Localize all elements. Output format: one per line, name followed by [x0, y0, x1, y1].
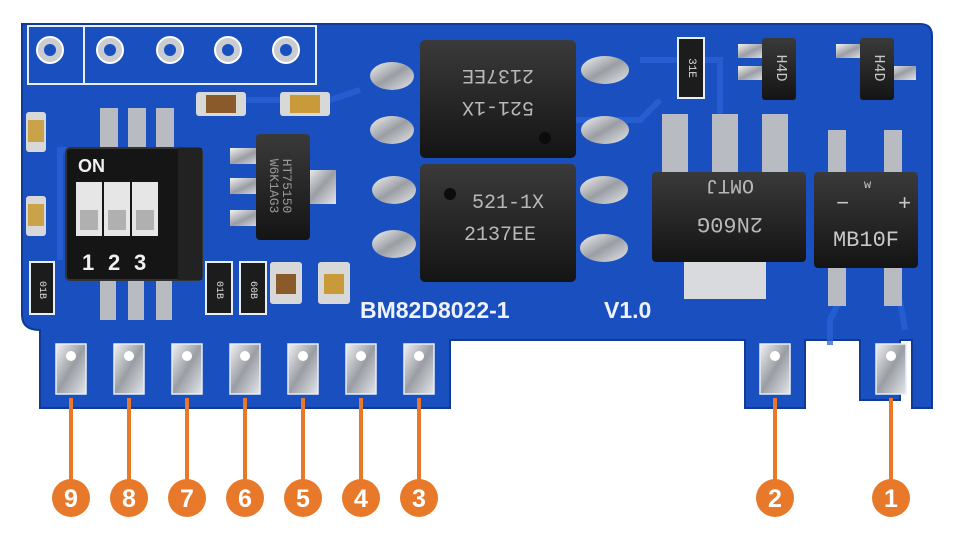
dip-on-label: ON: [78, 156, 105, 176]
bridge-rectifier: − w + MB10F: [814, 130, 918, 306]
bridge-label: MB10F: [833, 228, 899, 253]
pin-callouts: [69, 398, 893, 480]
pin-marker-9: [52, 479, 90, 517]
opto-bottom-line2: 2137EE: [464, 224, 536, 247]
mosfet-line1: 2N60G: [697, 211, 763, 236]
pin-marker-7: [168, 479, 206, 517]
edge-pads: [55, 343, 907, 395]
regulator-line2: W6K1AG3: [266, 159, 281, 214]
header-pins: [27, 25, 317, 85]
pin-marker-4: [342, 479, 380, 517]
mosfet: OMTJ 2N60G: [652, 114, 806, 299]
pin-markers: [52, 479, 910, 517]
smd-resistors: 01B 01B 60B 31E: [29, 37, 705, 315]
diode-d1: H4D: [738, 38, 796, 100]
bridge-minus: −: [836, 192, 849, 217]
pin-marker-2: [756, 479, 794, 517]
dip-position-1: 1: [82, 250, 94, 275]
board-version: V1.0: [604, 297, 651, 323]
pin-number-7: 7: [180, 485, 194, 513]
pin-marker-5: [284, 479, 322, 517]
pin-number-6: 6: [238, 485, 252, 513]
dip-switch: ON 1 2 3: [65, 108, 203, 320]
bridge-mark: w: [864, 178, 872, 192]
diode-d2: H4D: [836, 38, 916, 100]
opto-top-line1: 521-1X: [462, 95, 534, 118]
pin-marker-1: [872, 479, 910, 517]
mosfet-line2: OMTJ: [706, 173, 754, 196]
smd-capacitors: [26, 92, 350, 304]
pin-number-2: 2: [768, 485, 782, 513]
pin-number-5: 5: [296, 485, 310, 513]
resistor-r3-code: 60B: [247, 281, 258, 299]
optocoupler-top: 2137EE 521-1X: [370, 40, 629, 158]
dip-position-3: 3: [134, 250, 146, 275]
pin-marker-6: [226, 479, 264, 517]
pin-number-9: 9: [64, 485, 78, 513]
pin-marker-8: [110, 479, 148, 517]
pin-number-4: 4: [354, 485, 368, 513]
opto-bottom-line1: 521-1X: [472, 192, 544, 215]
dip-position-2: 2: [108, 250, 120, 275]
regulator-chip: HT75150 W6K1AG3: [230, 134, 336, 240]
diode2-label: H4D: [870, 54, 887, 81]
optocoupler-bottom: 521-1X 2137EE: [372, 164, 628, 282]
regulator-line1: HT75150: [279, 159, 294, 214]
resistor-r2-code: 01B: [213, 281, 224, 299]
diode1-label: H4D: [772, 54, 789, 81]
board-label: BM82D8022-1: [360, 297, 510, 323]
pin-number-3: 3: [412, 485, 426, 513]
resistor-r1-code: 01B: [36, 281, 47, 299]
copper-traces: [57, 57, 908, 345]
bridge-plus: +: [898, 192, 911, 217]
opto-top-line2: 2137EE: [462, 63, 534, 86]
resistor-code-label: 31E: [685, 58, 697, 78]
pin-marker-3: [400, 479, 438, 517]
pin-number-1: 1: [884, 485, 898, 513]
pin-number-8: 8: [122, 485, 136, 513]
